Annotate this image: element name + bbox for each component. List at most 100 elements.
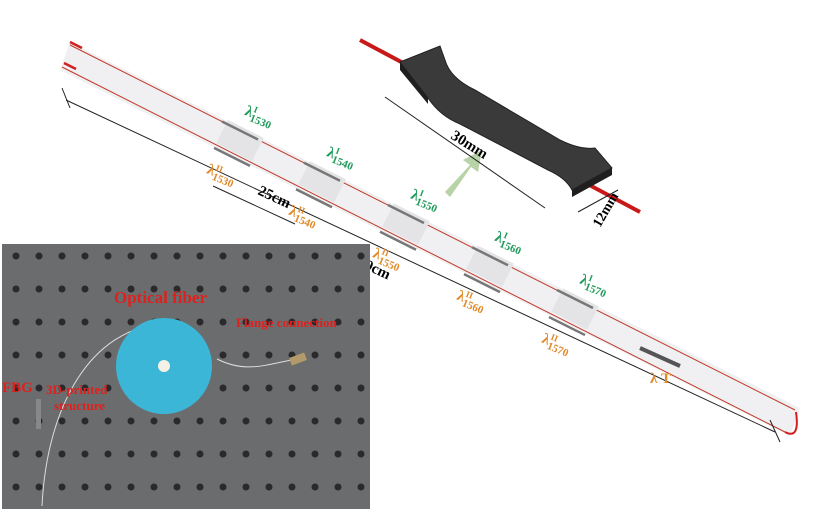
table-hole	[219, 483, 227, 491]
table-hole	[311, 417, 319, 425]
table-hole	[127, 450, 135, 458]
table-hole	[219, 417, 227, 425]
table-hole	[127, 417, 135, 425]
fbg-label: FBG	[2, 380, 33, 396]
table-hole	[104, 384, 112, 392]
grating-region	[551, 288, 599, 330]
table-hole	[173, 450, 181, 458]
table-hole	[357, 318, 365, 326]
table-hole	[127, 252, 135, 260]
table-hole	[265, 483, 273, 491]
table-hole	[58, 285, 66, 293]
table-hole	[219, 252, 227, 260]
table-hole	[265, 450, 273, 458]
table-hole	[311, 483, 319, 491]
table-hole	[104, 351, 112, 359]
table-hole	[311, 252, 319, 260]
table-hole	[242, 285, 250, 293]
table-hole	[12, 285, 20, 293]
table-hole	[265, 252, 273, 260]
table-hole	[173, 252, 181, 260]
table-hole	[35, 483, 43, 491]
grating-lower-label: λII1570	[538, 329, 574, 360]
table-hole	[288, 285, 296, 293]
table-hole	[12, 252, 20, 260]
grating-upper	[221, 120, 259, 141]
table-hole	[334, 417, 342, 425]
experiment-photo: Optical fiber Flange connection FBG 3D-p…	[2, 244, 370, 509]
grating-upper-label: λI1570	[576, 270, 611, 300]
width-12mm-label: 12mm	[590, 190, 622, 230]
table-hole	[242, 252, 250, 260]
table-hole	[35, 384, 43, 392]
table-hole	[265, 351, 273, 359]
table-hole	[127, 285, 135, 293]
printed-structure-label-1: 3D-printed	[46, 382, 108, 397]
table-hole	[334, 483, 342, 491]
grating-upper	[556, 288, 594, 310]
table-hole	[104, 285, 112, 293]
table-hole	[334, 252, 342, 260]
table-hole	[173, 417, 181, 425]
table-hole	[58, 450, 66, 458]
table-hole	[288, 384, 296, 392]
grating-region	[382, 203, 430, 245]
table-hole	[288, 483, 296, 491]
table-hole	[81, 450, 89, 458]
table-hole	[12, 318, 20, 326]
fbg-3d-structure	[36, 399, 41, 429]
table-hole	[81, 351, 89, 359]
grating-upper-label: λI1540	[323, 143, 358, 173]
grating-upper-label: λI1530	[241, 102, 276, 132]
table-hole	[35, 285, 43, 293]
table-hole	[58, 252, 66, 260]
grating-lower	[463, 273, 501, 294]
table-hole	[35, 252, 43, 260]
grating-region	[466, 245, 514, 287]
table-hole	[334, 318, 342, 326]
table-hole	[12, 483, 20, 491]
table-hole	[265, 417, 273, 425]
table-hole	[196, 252, 204, 260]
table-hole	[242, 351, 250, 359]
table-hole	[334, 384, 342, 392]
table-hole	[311, 351, 319, 359]
table-hole	[104, 252, 112, 260]
table-hole	[242, 450, 250, 458]
table-hole	[104, 318, 112, 326]
grating-lower	[213, 146, 251, 168]
table-hole	[357, 417, 365, 425]
table-hole	[173, 285, 181, 293]
table-hole	[173, 483, 181, 491]
table-hole	[265, 384, 273, 392]
table-hole	[58, 318, 66, 326]
table-hole	[104, 483, 112, 491]
table-hole	[150, 285, 158, 293]
table-hole	[357, 285, 365, 293]
table-hole	[288, 252, 296, 260]
grating-upper-label: λI1550	[407, 185, 442, 215]
table-hole	[265, 318, 273, 326]
table-hole	[242, 318, 250, 326]
table-hole	[219, 285, 227, 293]
table-hole	[288, 318, 296, 326]
table-hole	[357, 252, 365, 260]
table-hole	[288, 450, 296, 458]
grating-region	[298, 161, 346, 203]
grating-upper	[387, 203, 425, 225]
table-hole	[81, 285, 89, 293]
table-hole	[127, 483, 135, 491]
zoom-arrow	[445, 150, 482, 197]
table-hole	[334, 285, 342, 293]
table-hole	[242, 483, 250, 491]
table-hole	[196, 318, 204, 326]
temperature-grating-label: λ T	[650, 371, 671, 387]
fiber-loop	[784, 411, 798, 435]
table-hole	[58, 483, 66, 491]
table-hole	[219, 450, 227, 458]
fiber-upper	[69, 44, 796, 411]
table-hole	[58, 417, 66, 425]
optical-fiber-label: Optical fiber	[114, 288, 208, 307]
dimension-160cm-line	[65, 99, 776, 433]
table-hole	[12, 450, 20, 458]
